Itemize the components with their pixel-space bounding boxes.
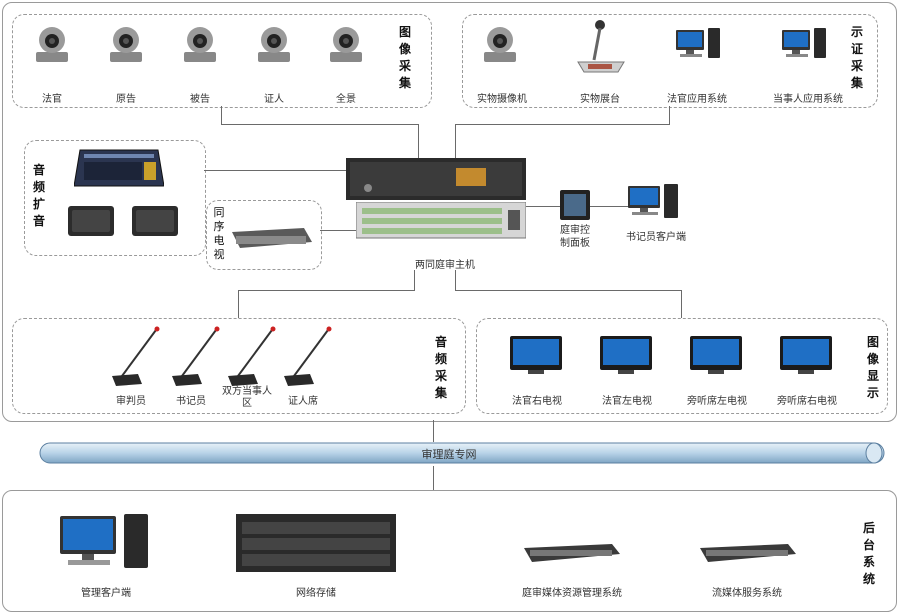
- mixer-icon: [74, 149, 164, 187]
- tv-icon: [600, 336, 652, 374]
- connector-line: [455, 124, 456, 160]
- host-switcher-icon: [356, 202, 526, 239]
- backend-label: 管理客户端: [81, 588, 131, 599]
- rack-server-icon: [524, 544, 620, 562]
- tv-icon: [690, 336, 742, 374]
- pc-icon: [676, 28, 720, 58]
- backend-label: 网络存储: [296, 588, 336, 599]
- connector-line: [204, 170, 346, 171]
- backend-label: 流媒体服务系统: [712, 588, 782, 599]
- connector-line: [433, 420, 434, 442]
- tv-icon: [510, 336, 562, 374]
- connector-line: [238, 290, 415, 291]
- microphone-icon: [172, 326, 220, 386]
- camera-label: 法官: [42, 94, 62, 105]
- tv-label: 法官右电视: [512, 396, 562, 407]
- connector-line: [526, 206, 560, 207]
- microphone-icon: [228, 326, 276, 386]
- microphone-label: 书记员: [176, 396, 206, 407]
- storage-icon: [236, 514, 396, 572]
- connector-line: [418, 124, 419, 160]
- connector-line: [433, 466, 434, 490]
- pc-icon: [628, 184, 678, 218]
- network-pipe: [39, 442, 885, 464]
- connector-line: [238, 290, 239, 318]
- print-tv-title: 同序电视: [213, 206, 225, 261]
- connector-line: [455, 124, 670, 125]
- evidence-label: 实物摄像机: [477, 94, 527, 105]
- host-label: 两同庭审主机: [415, 260, 475, 271]
- speaker-icon: [68, 206, 114, 236]
- tv-label: 旁听席左电视: [687, 396, 747, 407]
- camera-icon: [330, 27, 362, 62]
- audio-amp-title: 音频扩音: [32, 163, 45, 228]
- tv-label: 法官左电视: [602, 396, 652, 407]
- audio-capture-title: 音频采集: [434, 335, 447, 400]
- connector-line: [590, 206, 630, 207]
- backend-label: 庭审媒体资源管理系统: [522, 588, 622, 599]
- connector-line: [221, 124, 419, 125]
- evidence-label: 法官应用系统: [667, 94, 727, 105]
- host-server-icon: [346, 158, 526, 200]
- connector-line: [681, 290, 682, 318]
- connector-line: [669, 106, 670, 124]
- pc-icon: [782, 28, 826, 58]
- camera-icon: [184, 27, 216, 62]
- image-capture-group: [12, 14, 432, 108]
- speaker-icon: [132, 206, 178, 236]
- evidence-group: [462, 14, 878, 108]
- control-panel-icon: [560, 190, 590, 220]
- control-panel-label: 庭审控制面板: [560, 225, 590, 249]
- pc-icon: [60, 514, 148, 568]
- connector-line: [221, 106, 222, 124]
- evidence-title: 示证采集: [850, 25, 863, 90]
- connector-line: [320, 230, 356, 231]
- microphone-label: 双方当事人区: [222, 386, 272, 409]
- camera-label: 全景: [336, 94, 356, 105]
- microphone-label: 审判员: [116, 396, 146, 407]
- image-capture-title: 图像采集: [398, 25, 411, 90]
- microphone-icon: [112, 326, 160, 386]
- camera-label: 证人: [264, 94, 284, 105]
- connector-line: [414, 270, 415, 290]
- clerk-client-label: 书记员客户端: [626, 232, 686, 243]
- connector-line: [455, 270, 456, 290]
- backend-title: 后台系统: [862, 521, 875, 586]
- camera-icon: [110, 27, 142, 62]
- tv-label: 旁听席右电视: [777, 396, 837, 407]
- tv-icon: [780, 336, 832, 374]
- camera-icon: [258, 27, 290, 62]
- switch-icon: [232, 228, 312, 248]
- microphone-label: 证人席: [288, 396, 318, 407]
- visualizer-icon: [577, 20, 625, 73]
- document-camera-icon: [484, 27, 516, 62]
- camera-label: 原告: [116, 94, 136, 105]
- camera-icon: [36, 27, 68, 62]
- audio-capture-group: [12, 318, 466, 414]
- evidence-label: 实物展台: [580, 94, 620, 105]
- rack-server-icon: [700, 544, 796, 562]
- microphone-icon: [284, 326, 332, 386]
- network-label: 审理庭专网: [421, 448, 477, 461]
- camera-label: 被告: [190, 94, 210, 105]
- connector-line: [455, 290, 681, 291]
- image-display-title: 图像显示: [866, 335, 879, 400]
- evidence-label: 当事人应用系统: [773, 94, 843, 105]
